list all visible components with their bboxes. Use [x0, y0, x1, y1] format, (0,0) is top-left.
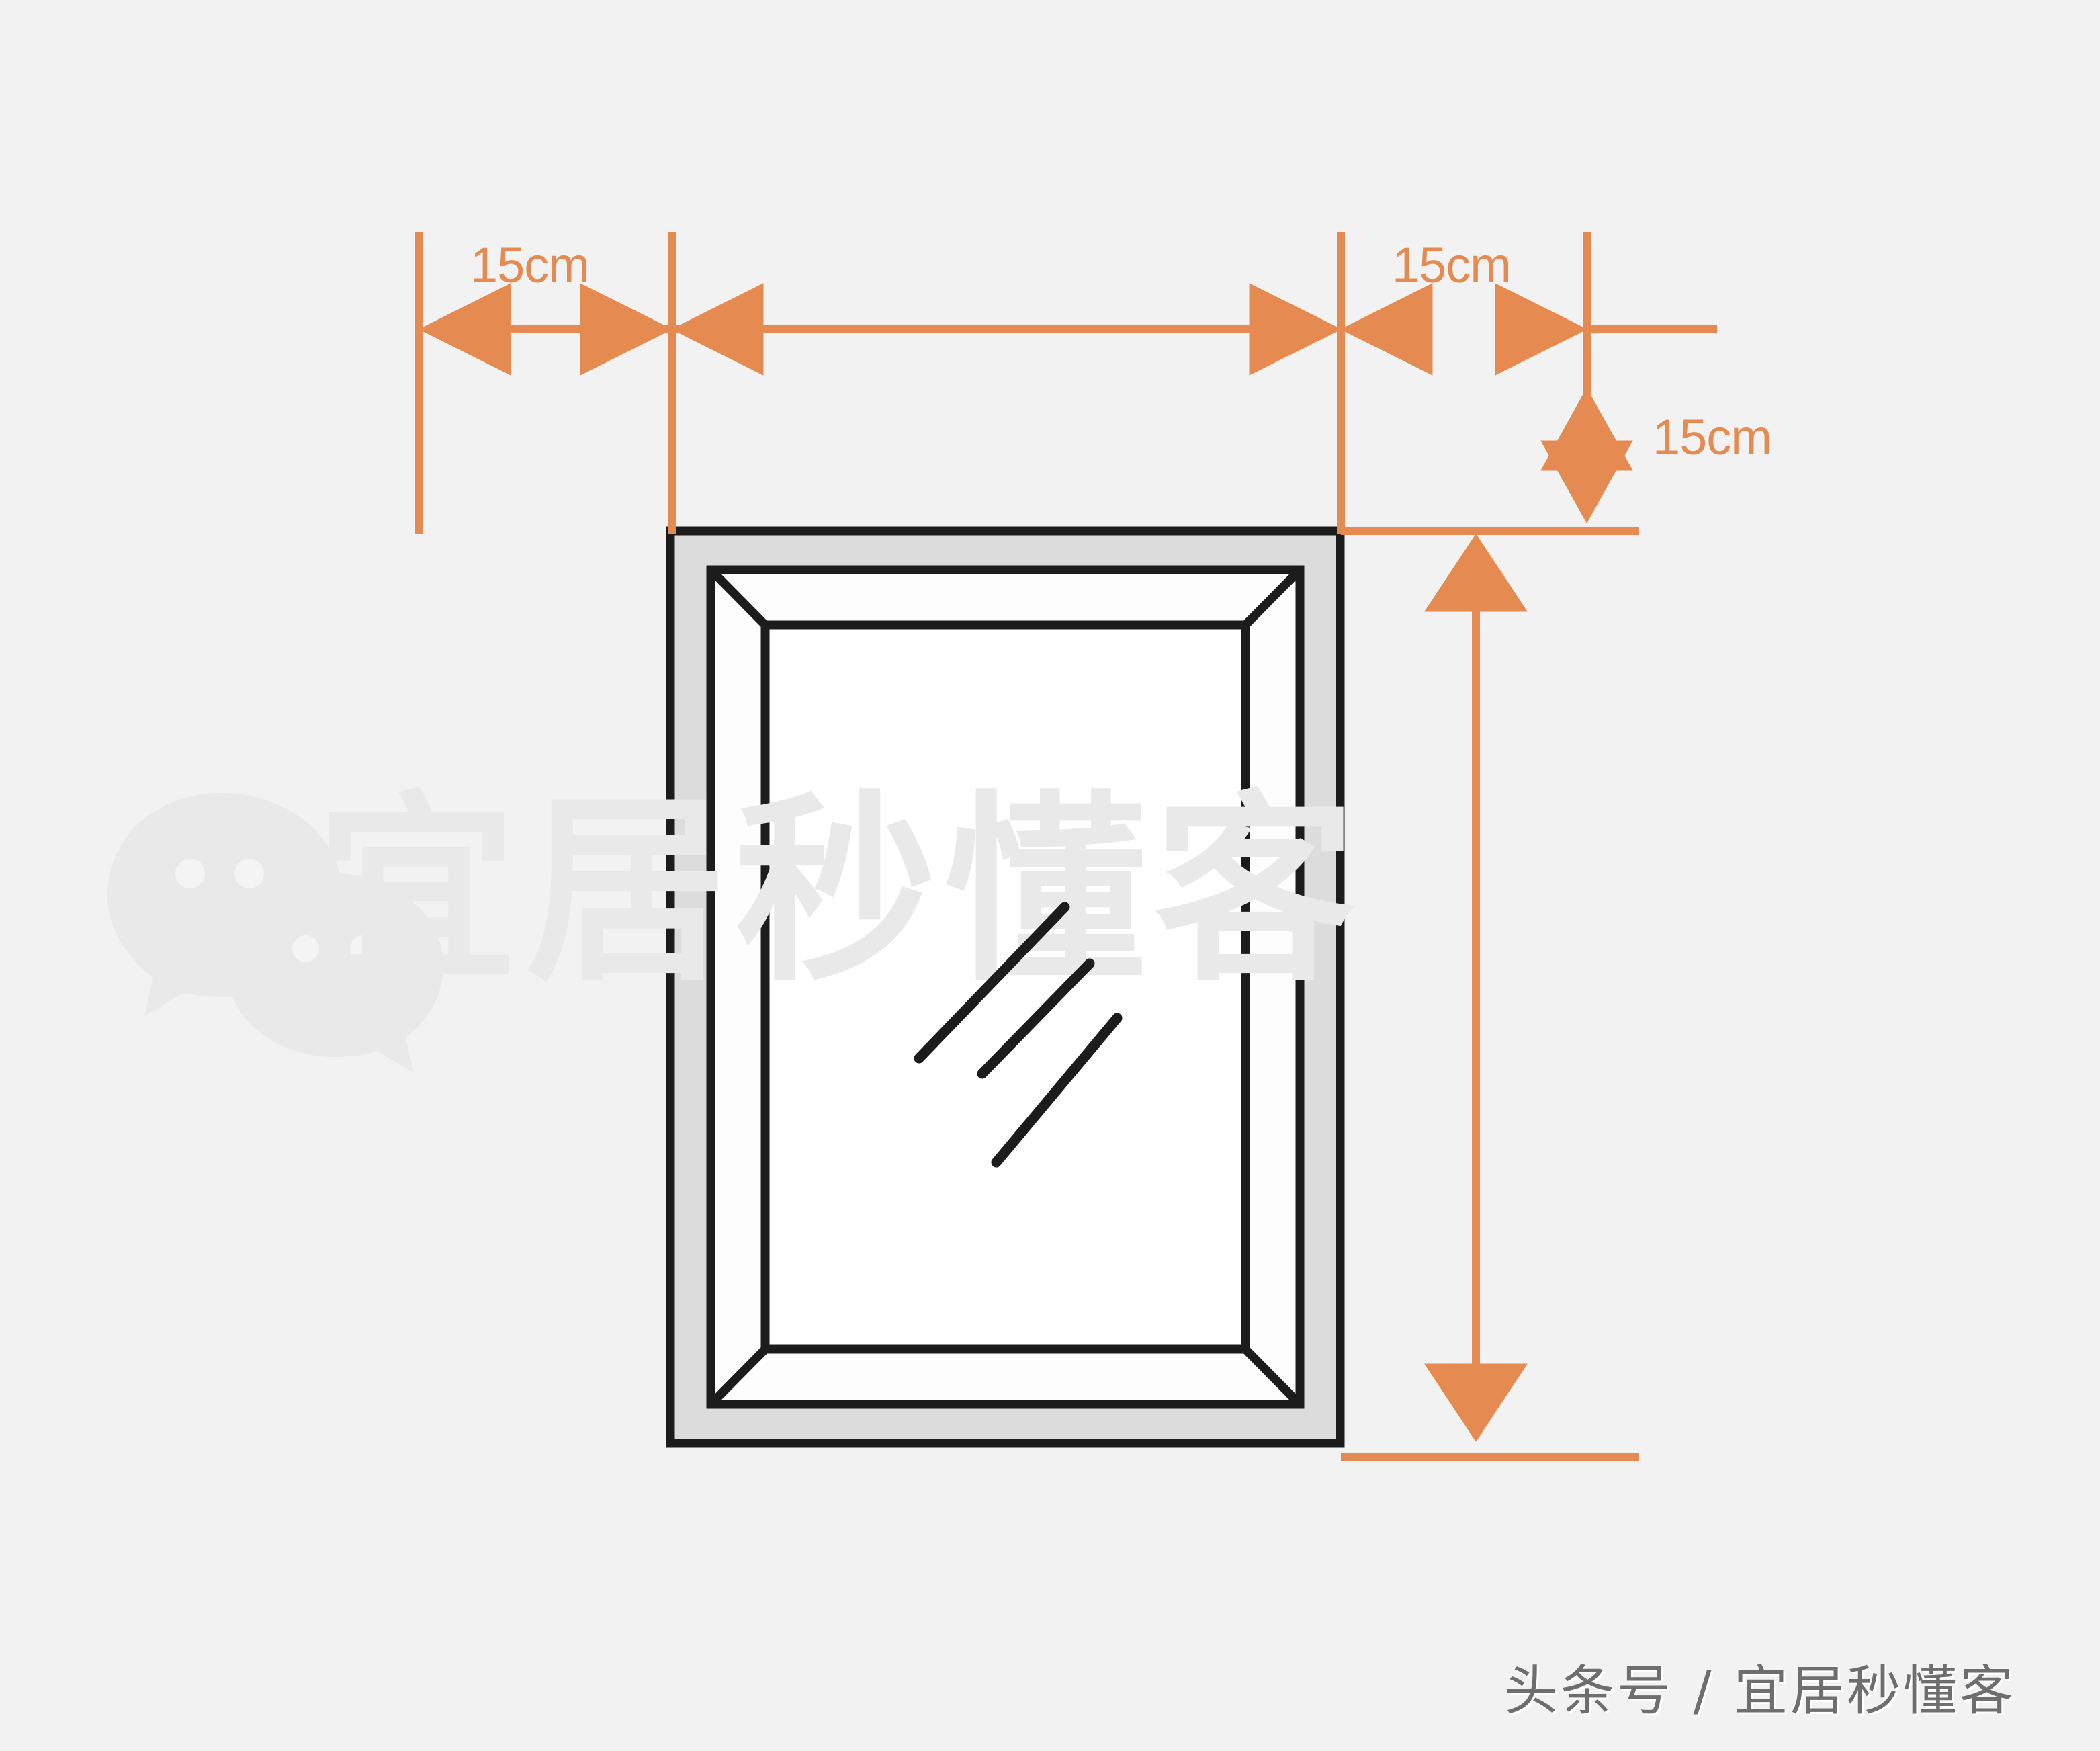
wechat-logo-icon [107, 793, 443, 1072]
bevel-mitre-lines [707, 566, 1303, 1408]
dim-mirror-height [1424, 533, 1528, 1442]
dim-top-15cm [1540, 387, 1633, 524]
mirror-glass [760, 620, 1250, 1354]
label-left-15cm: 15cm [470, 237, 590, 293]
credit-line: 头条号 / 宜居秒懂客 [1504, 1660, 2016, 1722]
dimension-lines [415, 232, 1717, 1461]
dim-left-15cm [418, 283, 1333, 376]
svg-text:宜居秒懂客: 宜居秒懂客 [316, 774, 1364, 1009]
glass-reflection-icon [914, 902, 1123, 1168]
watermark-text: 宜居秒懂客 [316, 774, 1364, 1009]
dim-right-15cm [1340, 283, 1588, 376]
label-top-15cm: 15cm [1653, 409, 1772, 465]
label-right-15cm: 15cm [1392, 237, 1512, 293]
dim-mirror-width [670, 283, 1342, 376]
